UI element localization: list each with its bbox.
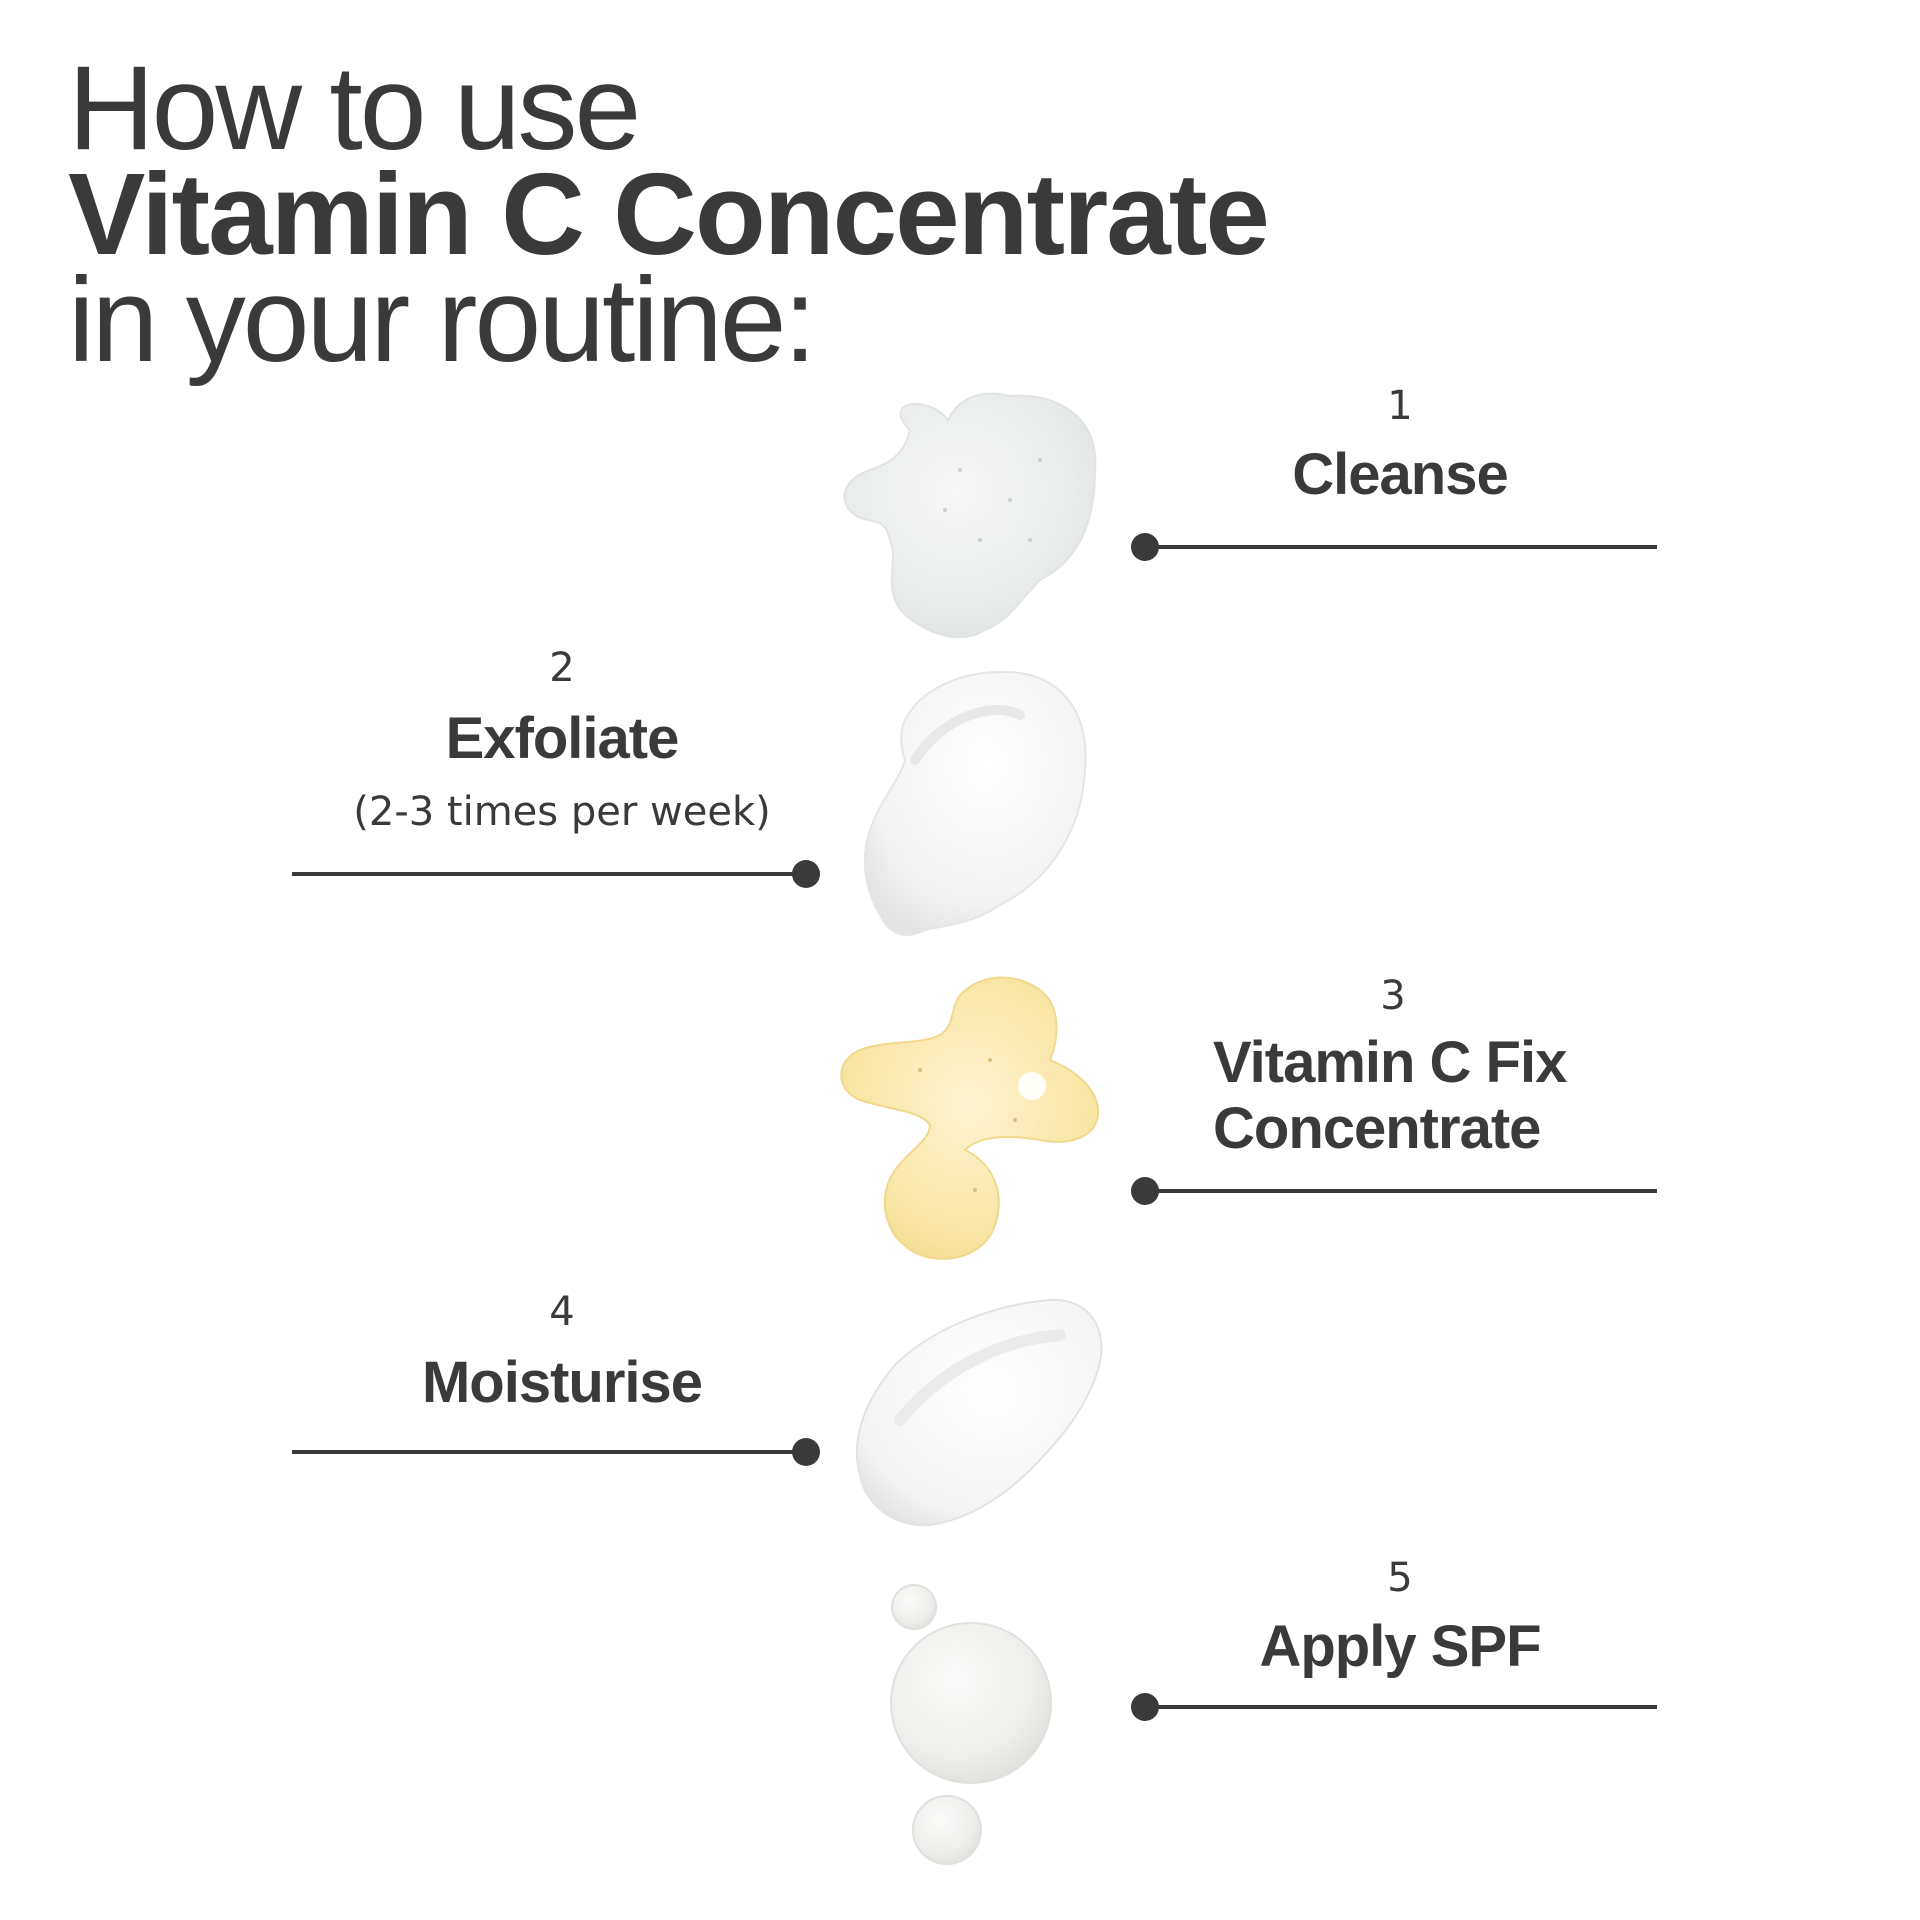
title-line-3: in your routine: <box>68 253 817 387</box>
exfoliator-swatch <box>863 670 1087 936</box>
step-4-connector <box>292 1438 820 1466</box>
title-line-2: Vitamin C Concentrate <box>68 149 1270 279</box>
step-frequency-note: (2-3 times per week) <box>353 789 771 835</box>
title-line-1: How to use <box>68 41 641 175</box>
spf-swatch <box>890 1584 1052 1865</box>
step-number: 5 <box>1387 1555 1413 1601</box>
step-number: 1 <box>1387 383 1413 429</box>
step-title: Cleanse <box>1292 442 1508 507</box>
step-1-label: 1 Cleanse <box>1100 380 1700 508</box>
step-number: 4 <box>549 1289 575 1335</box>
step-1-connector <box>1131 533 1657 561</box>
step-title-line-1: Vitamin C Fix <box>1213 1030 1567 1095</box>
step-number: 2 <box>549 645 575 691</box>
step-3-label: 3 Vitamin C Fix Concentrate <box>1093 970 1693 1162</box>
step-2-label: 2 Exfoliate (2-3 times per week) <box>262 642 862 842</box>
connector-dot <box>1131 1693 1159 1721</box>
step-title: Exfoliate <box>445 706 680 771</box>
connector-dot <box>792 860 820 888</box>
connector-dot <box>1131 533 1159 561</box>
step-2-connector <box>292 860 820 888</box>
moisturiser-swatch <box>856 1298 1103 1527</box>
step-title: Moisturise <box>421 1350 703 1415</box>
page-title: How to use Vitamin C Concentrate in your… <box>68 41 1270 387</box>
step-title: Apply SPF <box>1259 1614 1541 1679</box>
cleanser-swatch <box>843 392 1097 639</box>
step-number: 3 <box>1380 973 1406 1019</box>
step-title-line-2: Concentrate <box>1213 1096 1541 1161</box>
step-3-connector <box>1131 1177 1657 1205</box>
connector-dot <box>792 1438 820 1466</box>
vitamin-c-serum-swatch <box>840 976 1100 1260</box>
step-4-label: 4 Moisturise <box>262 1286 862 1416</box>
step-5-connector <box>1131 1693 1657 1721</box>
step-5-label: 5 Apply SPF <box>1100 1552 1700 1680</box>
connector-dot <box>1131 1177 1159 1205</box>
